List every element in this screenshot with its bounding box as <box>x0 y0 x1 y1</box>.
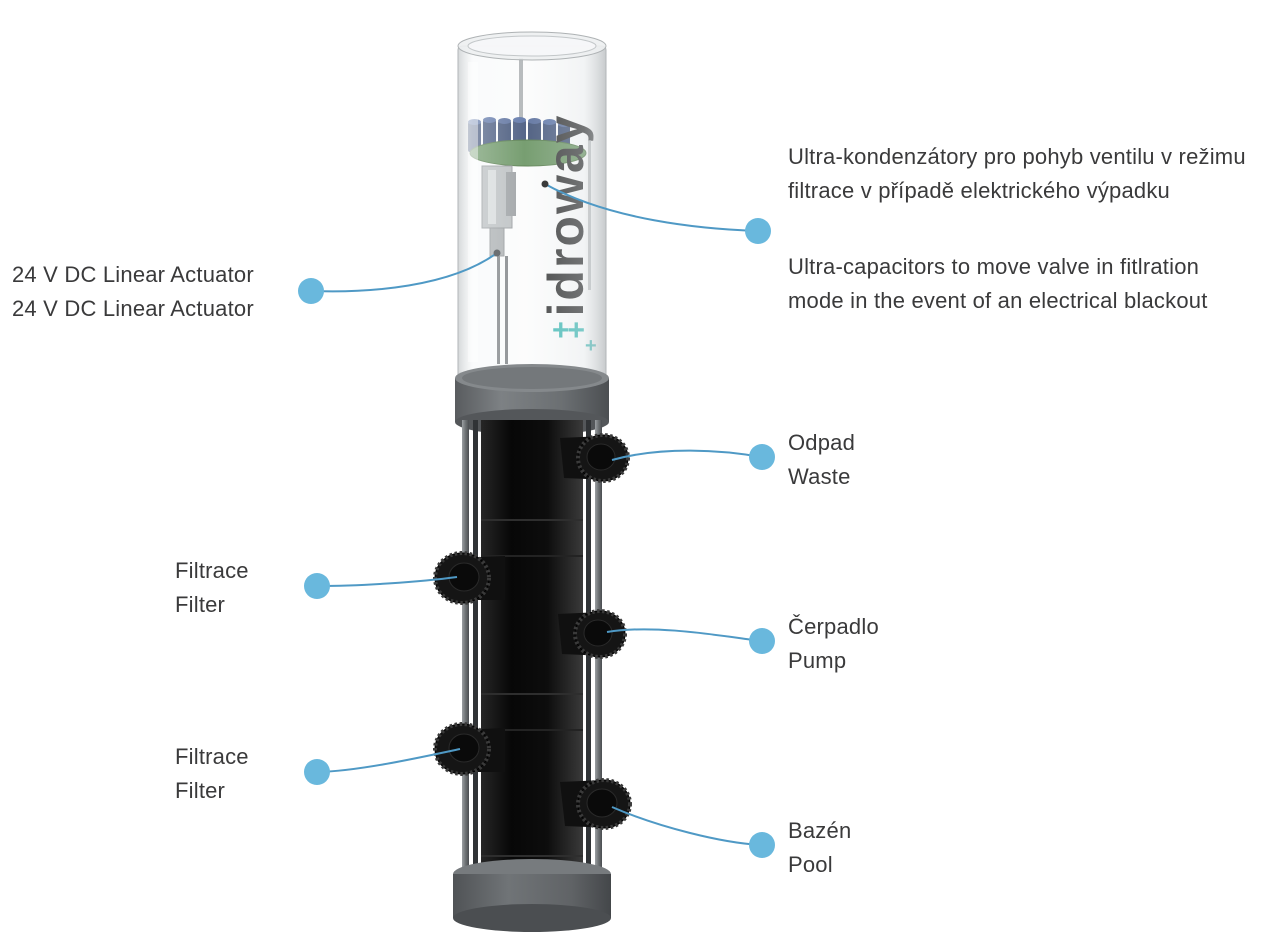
port-filter-bottom <box>433 722 505 776</box>
port-knurl <box>576 433 630 483</box>
label-filter-top: Filtrace Filter <box>175 554 249 622</box>
callout-dot-filter-bottom <box>304 759 330 785</box>
label-filter-top-cz: Filtrace <box>175 558 249 583</box>
port-knurl <box>573 609 627 659</box>
callout-dot-ultracapacitors <box>745 218 771 244</box>
label-waste: Odpad Waste <box>788 426 855 494</box>
callout-line-filter-top <box>317 576 458 587</box>
label-filter-bottom-cz: Filtrace <box>175 744 249 769</box>
label-pump: Čerpadlo Pump <box>788 610 879 678</box>
label-linear-actuator: 24 V DC Linear Actuator 24 V DC Linear A… <box>12 258 254 326</box>
glass-rim <box>467 35 597 57</box>
label-pump-cz: Čerpadlo <box>788 614 879 639</box>
callout-dot-waste <box>749 444 775 470</box>
label-filter-top-en: Filter <box>175 592 226 617</box>
label-waste-en: Waste <box>788 464 851 489</box>
port-knurl <box>433 722 491 776</box>
glass-highlight <box>468 62 478 362</box>
label-ultracapacitors: Ultra-kondenzátory pro pohyb ventilu v r… <box>788 140 1274 318</box>
callout-line-linear-actuator <box>311 252 498 293</box>
label-filter-bottom: Filtrace Filter <box>175 740 249 808</box>
port-face <box>586 443 616 471</box>
callout-endpoints <box>493 180 549 257</box>
port-face <box>583 619 613 647</box>
callout-dot-linear-actuator <box>298 278 324 304</box>
label-pool: Bazén Pool <box>788 814 851 882</box>
glass-cylinder <box>457 31 607 379</box>
callout-endpoint-linear-actuator <box>493 249 501 257</box>
port-face <box>586 788 618 818</box>
callout-lines <box>311 183 762 846</box>
callout-dot-filter-top <box>304 573 330 599</box>
callout-dot-pool <box>749 832 775 858</box>
cage-rod-left-inner <box>473 420 478 880</box>
base <box>453 859 611 932</box>
label-waste-cz: Odpad <box>788 430 856 455</box>
port-knurl <box>576 778 632 830</box>
port-pump <box>558 609 627 659</box>
callout-dots <box>298 218 775 858</box>
callout-line-filter-bottom <box>317 748 461 773</box>
label-pool-en: Pool <box>788 852 833 877</box>
callout-line-pump <box>606 628 762 642</box>
label-ultracapacitors-cz: Ultra-kondenzátory pro pohyb ventilu v r… <box>788 144 1246 203</box>
port-knurl <box>433 551 491 605</box>
label-ultracapacitors-en: Ultra-capacitors to move valve in fitlra… <box>788 254 1208 313</box>
callout-line-ultracapacitors <box>544 183 759 232</box>
port-pool <box>560 778 632 830</box>
label-linear-actuator-line1: 24 V DC Linear Actuator <box>12 262 254 287</box>
cage-rod-left-outer <box>462 420 469 880</box>
port-filter-top <box>433 551 505 605</box>
port-waste <box>560 433 630 483</box>
label-pump-en: Pump <box>788 648 847 673</box>
callout-dot-pump <box>749 628 775 654</box>
callout-line-pool <box>611 806 762 846</box>
label-filter-bottom-en: Filter <box>175 778 226 803</box>
callout-line-waste <box>611 449 762 461</box>
label-pool-cz: Bazén <box>788 818 852 843</box>
callout-endpoint-ultracapacitors <box>541 180 549 188</box>
port-face <box>448 733 480 763</box>
port-face <box>448 562 480 592</box>
label-linear-actuator-line2: 24 V DC Linear Actuator <box>12 296 254 321</box>
